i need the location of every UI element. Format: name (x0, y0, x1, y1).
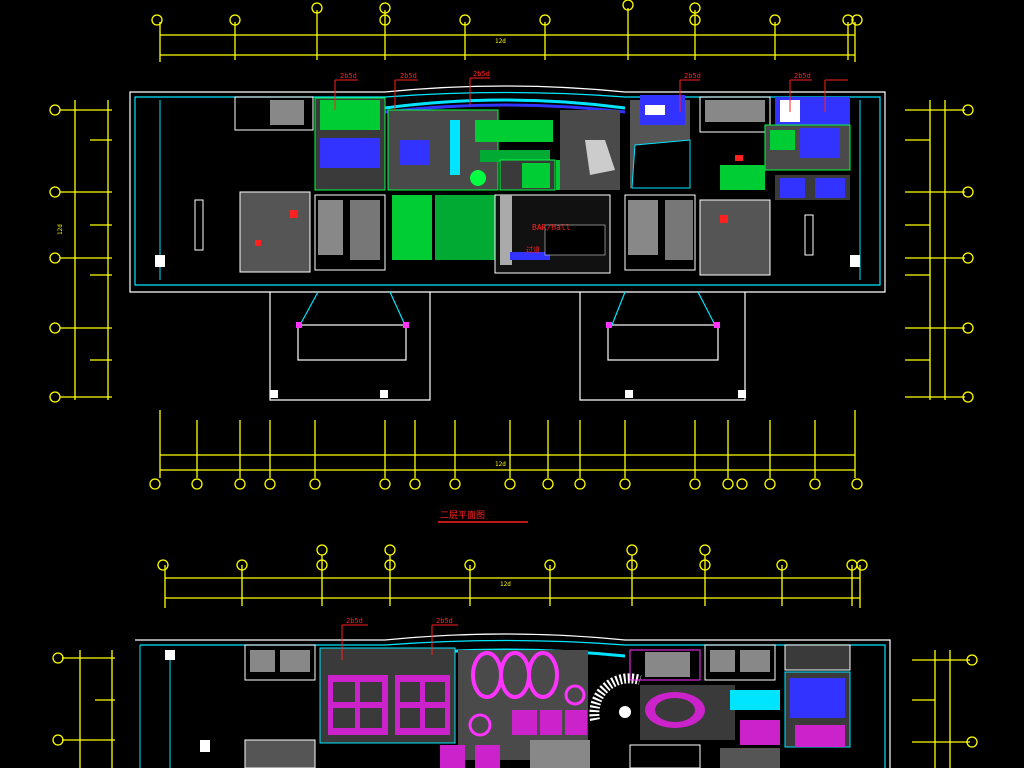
left-total-dimension: 12d (57, 224, 64, 235)
lower-spiral-stair (589, 673, 642, 721)
upper-left-service-block (234, 96, 386, 273)
upper-callouts (334, 77, 848, 112)
callout-label: 2b5d (794, 72, 811, 80)
upper-entrance-canopies (269, 291, 746, 401)
right-dimension-chain (905, 100, 974, 403)
upper-plan-title: 二层平面图 (440, 510, 485, 521)
lower-top-dimension-chain (157, 544, 868, 608)
callout-label: 2b5d (684, 72, 701, 80)
callout-label: 2b5d (400, 72, 417, 80)
lower-left-service-block (244, 644, 316, 768)
bottom-total-dimension: 12d (495, 461, 506, 468)
lower-total-dimension: 12d (500, 581, 511, 588)
callout-label: 2b5d (346, 617, 363, 625)
callout-label: 2b5d (436, 617, 453, 625)
lower-callouts (341, 624, 458, 660)
upper-room-label: BAR/Hall (532, 223, 571, 232)
bottom-dimension-chain (149, 410, 863, 490)
lower-magenta-dining (319, 647, 590, 768)
upper-room-sub-label: 过道 (526, 245, 540, 254)
left-dimension-chain (49, 100, 112, 403)
lower-right-block (629, 644, 851, 768)
top-total-dimension: 12d (495, 38, 506, 45)
upper-central-hall (494, 100, 691, 274)
lower-side-dimensions (52, 650, 978, 768)
callout-label: 2b5d (473, 70, 490, 78)
top-dimension-chain (151, 0, 863, 62)
callout-label: 2b5d (340, 72, 357, 80)
